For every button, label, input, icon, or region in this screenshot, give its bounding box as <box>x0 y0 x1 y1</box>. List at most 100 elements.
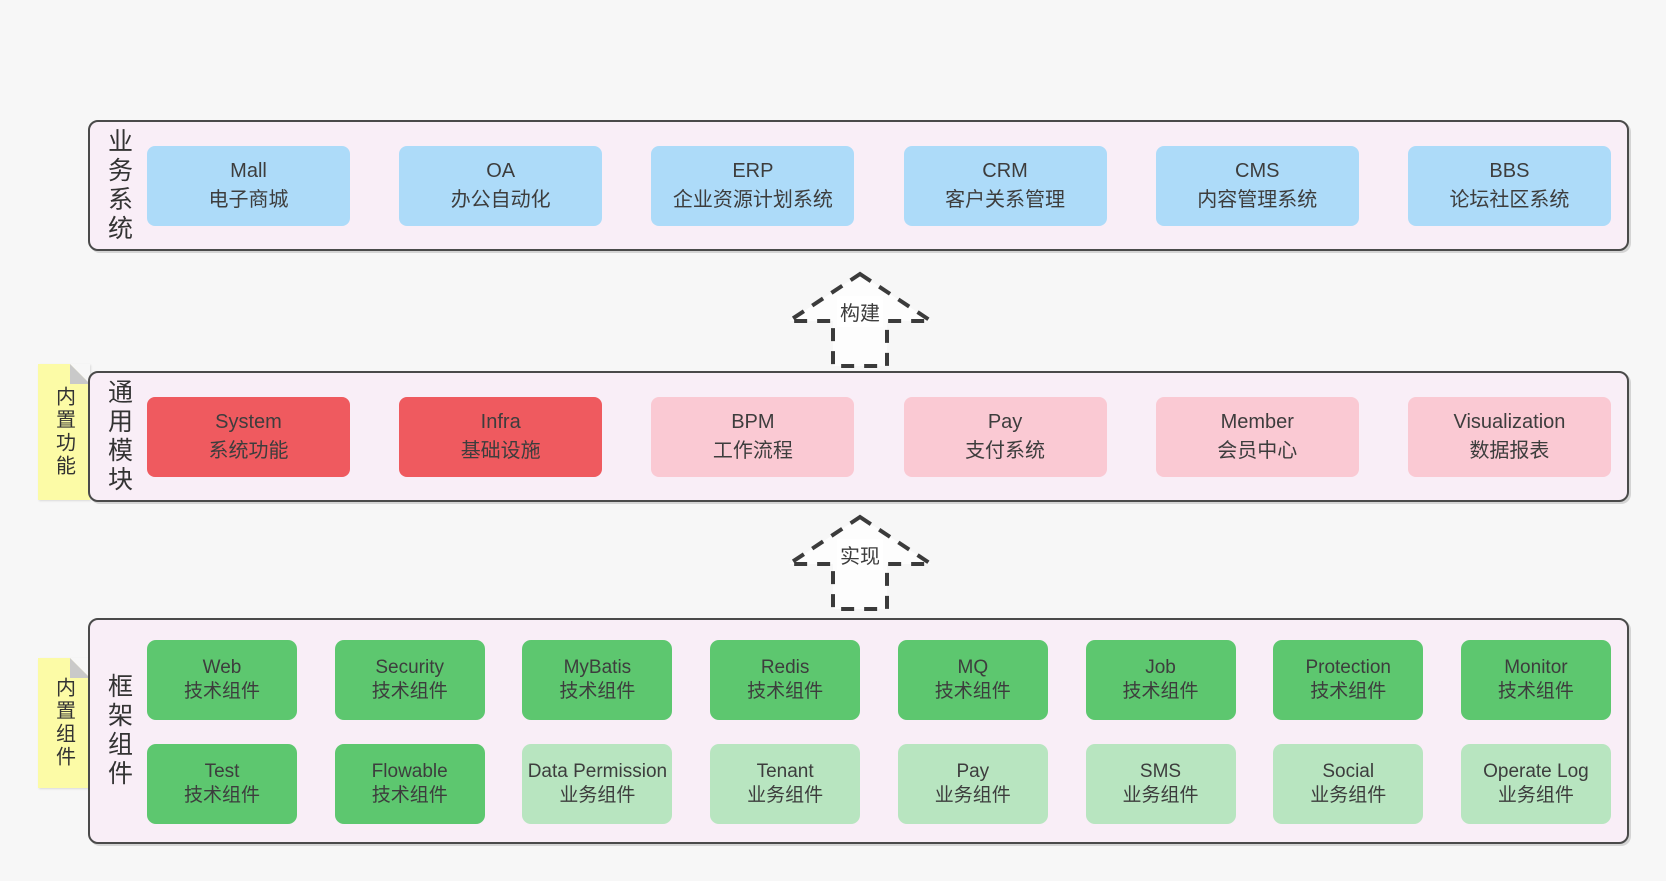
node-title: Infra <box>480 411 521 434</box>
node-title: Security <box>375 656 445 678</box>
sticky-note-builtin-features: 内置功能 <box>38 364 90 500</box>
node-operate-log: Operate Log 业务组件 <box>1460 744 1611 824</box>
arrow-implement: 实现 <box>785 513 935 613</box>
common-modules-boxes: System 系统功能 Infra 基础设施 BPM 工作流程 Pay 支付系统 Member 会… <box>147 373 1611 500</box>
node-subtitle: 技术组件 <box>183 785 260 806</box>
node-subtitle: 电子商城 <box>208 188 289 211</box>
node-subtitle: 业务组件 <box>559 785 636 806</box>
node-title: MQ <box>957 656 989 678</box>
node-title: BPM <box>731 411 775 434</box>
node-subtitle: 基础设施 <box>460 439 541 462</box>
node-subtitle: 办公自动化 <box>450 188 551 211</box>
node-security: Security 技术组件 <box>334 640 485 720</box>
node-title: OA <box>486 160 516 183</box>
layer-label-business-systems: 业务系统 <box>104 127 133 244</box>
sticky-note-builtin-components: 内置组件 <box>38 658 90 788</box>
arrow-build: 构建 <box>785 270 935 370</box>
node-monitor: Monitor 技术组件 <box>1460 640 1611 720</box>
node-mall: Mall 电子商城 <box>147 145 350 226</box>
node-subtitle: 系统功能 <box>208 439 289 462</box>
node-title: Tenant <box>756 760 814 782</box>
arrow-build-label: 构建 <box>837 296 883 327</box>
node-title: Social <box>1322 760 1375 782</box>
node-system: System 系统功能 <box>147 396 350 477</box>
layer-label-common-modules: 通用模块 <box>104 378 133 495</box>
node-subtitle: 论坛社区系统 <box>1449 188 1570 211</box>
layer-common-modules: 通用模块 System 系统功能 Infra 基础设施 BPM 工作流程 Pay 支付系统 Me… <box>88 371 1629 502</box>
node-redis: Redis 技术组件 <box>710 640 861 720</box>
node-bpm: BPM 工作流程 <box>651 396 855 477</box>
node-erp: ERP 企业资源计划系统 <box>651 145 855 226</box>
node-subtitle: 业务组件 <box>1122 785 1199 806</box>
node-title: Pay <box>956 760 990 782</box>
node-member: Member 会员中心 <box>1155 396 1359 477</box>
node-crm: CRM 客户关系管理 <box>903 145 1107 226</box>
node-title: Flowable <box>371 760 448 782</box>
node-subtitle: 工作流程 <box>712 439 793 462</box>
node-subtitle: 数据报表 <box>1469 439 1550 462</box>
node-title: Monitor <box>1504 656 1568 678</box>
node-title: Test <box>204 760 240 782</box>
arrow-implement-label: 实现 <box>837 539 883 570</box>
node-test: Test 技术组件 <box>147 744 297 824</box>
node-subtitle: 内容管理系统 <box>1197 188 1318 211</box>
node-pay: Pay 业务组件 <box>897 744 1048 824</box>
node-oa: OA 办公自动化 <box>399 145 603 226</box>
node-subtitle: 客户关系管理 <box>945 188 1066 211</box>
node-title: CRM <box>982 160 1028 183</box>
node-title: System <box>215 411 282 434</box>
node-pay: Pay 支付系统 <box>903 396 1107 477</box>
node-title: Data Permission <box>527 760 668 782</box>
node-subtitle: 技术组件 <box>1497 681 1574 702</box>
sticky-note-label: 内置组件 <box>52 677 75 769</box>
node-subtitle: 技术组件 <box>559 681 636 702</box>
node-subtitle: 支付系统 <box>965 439 1046 462</box>
node-title: Visualization <box>1453 411 1566 434</box>
node-title: Web <box>202 656 242 678</box>
node-subtitle: 企业资源计划系统 <box>672 188 833 211</box>
node-web: Web 技术组件 <box>147 640 297 720</box>
node-infra: Infra 基础设施 <box>399 396 603 477</box>
node-subtitle: 技术组件 <box>1122 681 1199 702</box>
node-title: BBS <box>1489 160 1530 183</box>
node-title: Redis <box>760 656 810 678</box>
node-title: Operate Log <box>1483 760 1589 782</box>
node-subtitle: 技术组件 <box>371 785 448 806</box>
node-title: SMS <box>1139 760 1182 782</box>
node-title: ERP <box>732 160 774 183</box>
node-subtitle: 技术组件 <box>371 681 448 702</box>
node-title: Member <box>1220 411 1294 434</box>
node-subtitle: 技术组件 <box>1310 681 1387 702</box>
node-subtitle: 业务组件 <box>747 785 824 806</box>
sticky-note-label: 内置功能 <box>52 386 75 478</box>
node-subtitle: 业务组件 <box>1310 785 1387 806</box>
node-title: MyBatis <box>563 656 632 678</box>
node-tenant: Tenant 业务组件 <box>710 744 861 824</box>
node-mybatis: MyBatis 技术组件 <box>522 640 673 720</box>
node-title: Job <box>1145 656 1176 678</box>
node-data-permission: Data Permission 业务组件 <box>522 744 673 824</box>
layer-label-framework-components: 框架组件 <box>104 673 133 789</box>
node-flowable: Flowable 技术组件 <box>334 744 485 824</box>
node-sms: SMS 业务组件 <box>1085 744 1236 824</box>
node-job: Job 技术组件 <box>1085 640 1236 720</box>
node-subtitle: 会员中心 <box>1217 439 1298 462</box>
node-bbs: BBS 论坛社区系统 <box>1407 145 1611 226</box>
node-title: Mall <box>230 160 267 183</box>
node-subtitle: 技术组件 <box>183 681 260 702</box>
node-subtitle: 业务组件 <box>1497 785 1574 806</box>
node-visualization: Visualization 数据报表 <box>1407 396 1611 477</box>
node-title: Pay <box>987 411 1023 434</box>
layer-business-systems: 业务系统 Mall 电子商城 OA 办公自动化 ERP 企业资源计划系统 CRM 客户关系管理… <box>88 120 1629 251</box>
node-social: Social 业务组件 <box>1273 744 1424 824</box>
node-subtitle: 业务组件 <box>934 785 1011 806</box>
node-subtitle: 技术组件 <box>747 681 824 702</box>
node-subtitle: 技术组件 <box>934 681 1011 702</box>
